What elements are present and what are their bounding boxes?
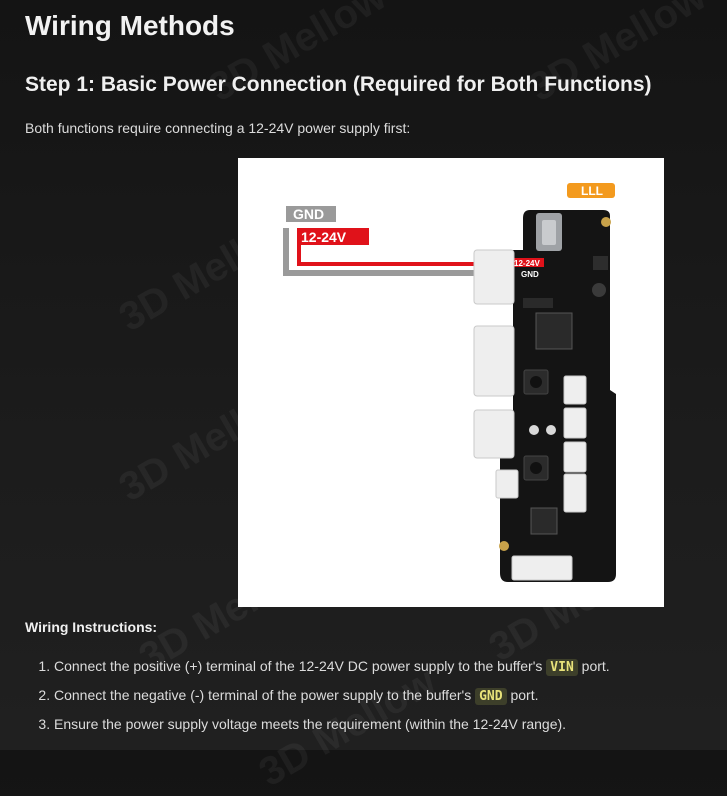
gnd-label: GND: [293, 206, 324, 222]
step-heading: Step 1: Basic Power Connection (Required…: [25, 73, 652, 96]
page-title: Wiring Methods: [25, 10, 235, 41]
vplus-label: 12-24V: [301, 229, 347, 245]
wiring-diagram-svg: GND 12-24V LLL 12-24V GND: [283, 183, 616, 582]
connector-right: [563, 441, 587, 473]
connector-left: [473, 325, 515, 397]
brand-badge-text: LLL: [581, 184, 603, 198]
instructions-list: Connect the positive (+) terminal of the…: [0, 655, 610, 742]
button-cap: [530, 376, 542, 388]
list-item: Ensure the power supply voltage meets th…: [54, 713, 610, 742]
component: [523, 298, 553, 308]
sensor: [529, 425, 539, 435]
vplus-wire: [297, 243, 516, 266]
list-item: Connect the negative (-) terminal of the…: [54, 684, 610, 713]
connector-right: [563, 407, 587, 439]
instruction-text: Connect the positive (+) terminal of the…: [54, 658, 547, 674]
wiring-diagram: GND 12-24V LLL 12-24V GND: [238, 158, 664, 607]
instruction-text: port.: [577, 658, 610, 674]
instructions-heading: Wiring Instructions:: [25, 619, 158, 635]
chip: [530, 507, 558, 535]
board-vplus-label-bg: [512, 258, 544, 267]
gnd-port-tag: GND: [475, 688, 507, 705]
connector-right: [563, 375, 587, 405]
list-item: Connect the positive (+) terminal of the…: [54, 655, 610, 684]
power-connector: [473, 249, 515, 305]
vin-port-tag: VIN: [546, 659, 578, 676]
component: [592, 283, 606, 297]
mounting-hole: [601, 217, 611, 227]
sensor: [546, 425, 556, 435]
brand-badge: [567, 183, 615, 198]
instruction-text: port.: [506, 687, 539, 703]
mcu-chip: [535, 312, 573, 350]
connector-small: [495, 469, 519, 499]
instruction-text: Connect the negative (-) terminal of the…: [54, 687, 476, 703]
gnd-wire: [283, 228, 508, 276]
instruction-text: Ensure the power supply voltage meets th…: [54, 716, 567, 732]
bottom-connector: [511, 555, 573, 581]
intro-text: Both functions require connecting a 12-2…: [25, 120, 411, 136]
board-gnd-label: GND: [521, 270, 539, 279]
component: [593, 256, 608, 270]
mounting-hole: [499, 541, 509, 551]
board-vplus-label: 12-24V: [514, 259, 540, 268]
usb-c-inner: [542, 220, 556, 245]
vplus-label-bg: [297, 228, 369, 245]
gnd-label-bg: [286, 206, 336, 222]
connector-right: [563, 473, 587, 513]
connector-left: [473, 409, 515, 459]
button-cap: [530, 462, 542, 474]
